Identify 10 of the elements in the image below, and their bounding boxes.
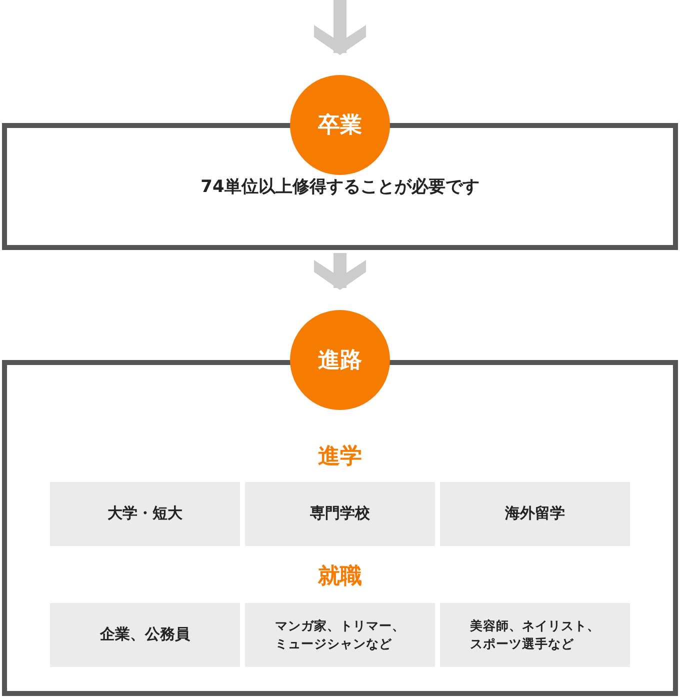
career-cell: 企業、公務員 bbox=[50, 603, 240, 667]
career-cell: マンガ家、トリマー、ミュージシャンなど bbox=[245, 603, 435, 667]
career-cell: 海外留学 bbox=[440, 482, 630, 546]
section-heading: 就職 bbox=[316, 563, 363, 591]
career-cell: 専門学校 bbox=[245, 482, 435, 546]
step-circle: 卒業 bbox=[290, 75, 390, 175]
step-circle: 進路 bbox=[290, 310, 390, 410]
career-cell: 美容師、ネイリスト、スポーツ選手など bbox=[440, 603, 630, 667]
section-heading: 進学 bbox=[317, 443, 363, 471]
career-cell: 大学・短大 bbox=[50, 482, 240, 546]
